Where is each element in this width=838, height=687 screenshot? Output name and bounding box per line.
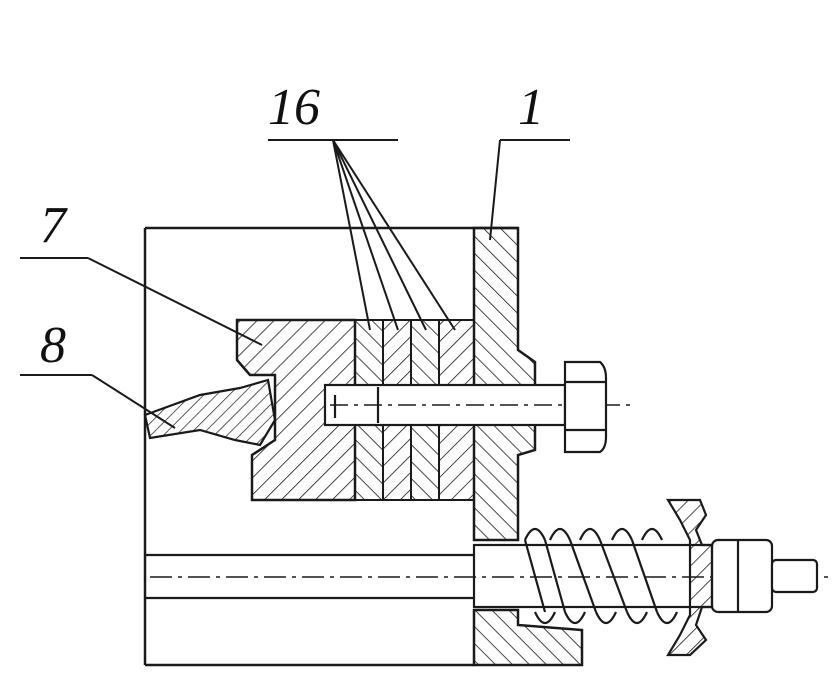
- leader-16-a: [332, 139, 371, 331]
- spring-rod-assembly: [145, 498, 830, 657]
- leader-1: [489, 139, 501, 241]
- compression-spring: [523, 527, 679, 625]
- clamp-bolt: [323, 360, 635, 454]
- housing-block: [143, 226, 518, 667]
- leader-16-c: [332, 139, 427, 331]
- leader-16-d: [332, 139, 456, 331]
- label-part-1: 1: [518, 79, 544, 136]
- tool-part-8: [143, 378, 277, 447]
- label-part-16: 16: [268, 79, 320, 136]
- label-part-7: 7: [40, 197, 66, 254]
- label-part-8: 8: [40, 317, 66, 374]
- leader-8: [91, 374, 176, 429]
- leader-lines: [20, 139, 570, 429]
- leader-7: [87, 257, 263, 346]
- leader-16-b: [332, 139, 399, 331]
